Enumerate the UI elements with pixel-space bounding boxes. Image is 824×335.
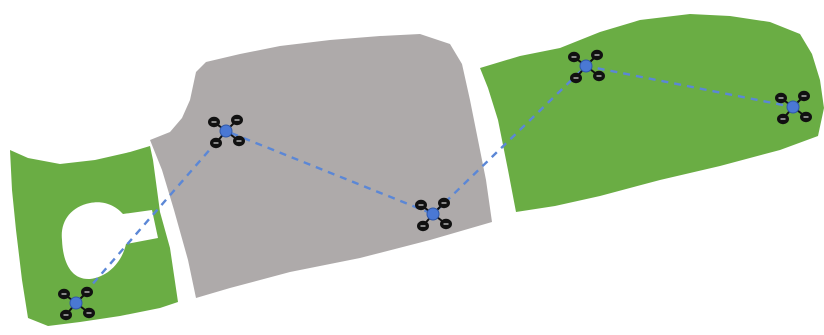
middle-lot-paving [150,34,492,298]
drone-hub [69,296,83,310]
drone-hub [219,124,233,138]
drone-hub [786,100,800,114]
drone [58,286,95,321]
drone [568,49,605,84]
drone [208,114,245,149]
flight-path [75,64,794,304]
drone-hub [579,59,593,73]
right-field [480,14,824,212]
drone [775,90,812,125]
drone [415,197,452,232]
middle-lot [150,34,492,298]
right-field-grass [480,14,824,212]
drone-hub [426,207,440,221]
pond [61,202,159,280]
left-field [10,146,178,326]
